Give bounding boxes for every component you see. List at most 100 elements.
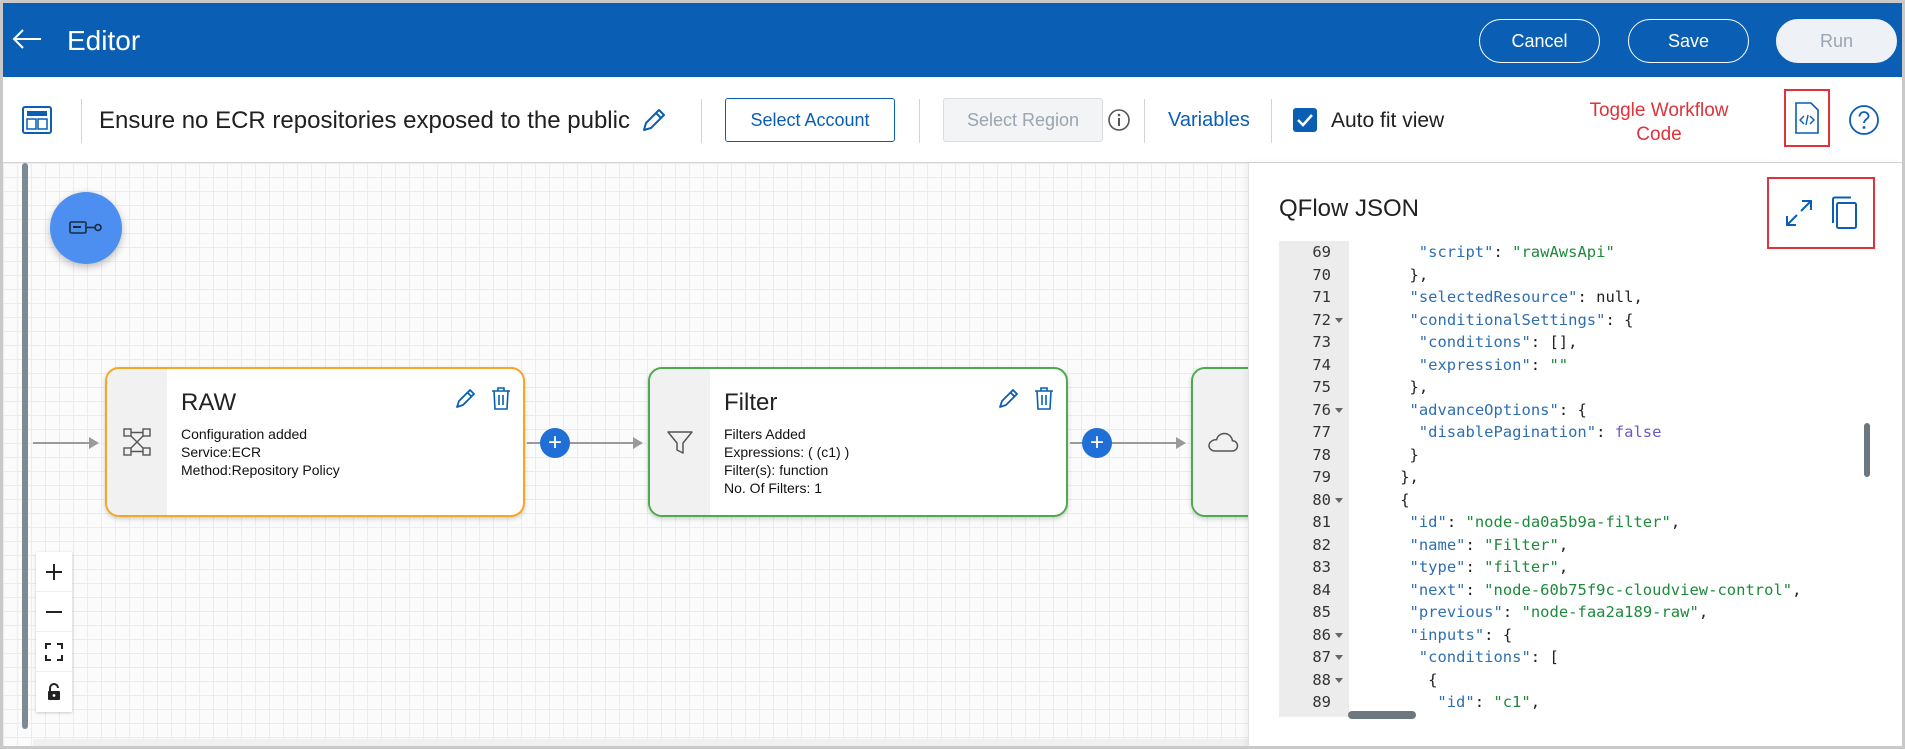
line-number: 76 xyxy=(1312,400,1331,419)
toggle-workflow-code-label: Toggle Workflow Code xyxy=(1589,100,1729,145)
fold-caret-icon[interactable] xyxy=(1335,407,1343,413)
node-actions xyxy=(996,385,1056,411)
insert-node-plus-button[interactable]: + xyxy=(540,428,570,458)
edge-raw-filter xyxy=(527,442,637,444)
code-text: { xyxy=(1428,670,1438,689)
copy-button[interactable] xyxy=(1829,196,1859,230)
fold-caret-icon[interactable] xyxy=(1335,632,1343,638)
toolbar-divider xyxy=(81,99,82,143)
json-vertical-scrollbar[interactable] xyxy=(1864,423,1870,477)
layout-icon[interactable] xyxy=(22,106,52,134)
qflow-json-panel: QFlow JSON 69"script": "rawAwsApi"70},71… xyxy=(1248,163,1902,746)
code-line: 72 "conditionalSettings": { xyxy=(1279,309,1873,332)
help-icon[interactable] xyxy=(1848,104,1880,136)
code-text: }, xyxy=(1409,378,1429,396)
expand-button[interactable] xyxy=(1783,197,1815,229)
node-detail-line: Configuration added xyxy=(181,426,308,442)
variables-link[interactable]: Variables xyxy=(1168,109,1250,131)
workflow-name: Ensure no ECR repositories exposed to th… xyxy=(99,107,630,134)
line-number: 74 xyxy=(1312,355,1331,374)
select-account-button[interactable]: Select Account xyxy=(725,98,895,142)
code-line: 69 "script": "rawAwsApi" xyxy=(1279,241,1873,264)
select-region-button[interactable]: Select Region xyxy=(943,98,1103,142)
json-code-editor[interactable]: 69"script": "rawAwsApi"70},71"selectedRe… xyxy=(1279,241,1873,717)
code-line: 84"next": "node-60b75f9c-cloudview-contr… xyxy=(1279,579,1873,602)
edge-arrow xyxy=(89,437,99,449)
node-detail-line: Filter(s): function xyxy=(724,462,829,478)
code-line: 85"previous": "node-faa2a189-raw", xyxy=(1279,601,1873,624)
node-detail-line: Expressions: ( (c1) ) xyxy=(724,444,850,460)
node-actions xyxy=(453,385,513,411)
code-line: 75}, xyxy=(1279,376,1873,399)
fold-caret-icon[interactable] xyxy=(1335,677,1343,683)
line-number: 73 xyxy=(1312,333,1331,351)
editor-toolbar: Ensure no ECR repositories exposed to th… xyxy=(3,77,1902,163)
json-horizontal-scrollbar[interactable] xyxy=(1348,711,1416,719)
run-button[interactable]: Run xyxy=(1776,19,1897,63)
node-details: Configuration added Service:ECR Method:R… xyxy=(181,425,340,479)
copy-icon xyxy=(1832,196,1857,229)
line-number: 69 xyxy=(1312,243,1331,261)
fit-view-button[interactable] xyxy=(36,632,72,672)
lock-button[interactable] xyxy=(36,672,72,712)
toggle-code-button[interactable] xyxy=(1784,89,1830,147)
code-line: 79}, xyxy=(1279,466,1873,489)
delete-node-trash-icon[interactable] xyxy=(1032,385,1056,411)
node-title: RAW xyxy=(181,389,237,416)
zoom-in-button[interactable] xyxy=(36,552,72,592)
edit-name-pencil-icon[interactable] xyxy=(639,105,669,135)
line-number: 88 xyxy=(1312,670,1331,689)
code-line: 88 { xyxy=(1279,669,1873,692)
line-number: 83 xyxy=(1312,558,1331,576)
checkmark-icon xyxy=(1297,114,1313,127)
lock-icon xyxy=(48,683,60,700)
zoom-controls xyxy=(36,552,72,712)
code-text: "name": "Filter", xyxy=(1409,535,1569,554)
code-text: "conditionalSettings": { xyxy=(1409,310,1634,329)
code-text: "advanceOptions": { xyxy=(1409,400,1587,419)
code-line: 89"id": "c1", xyxy=(1279,691,1873,714)
top-bar: Editor Cancel Save Run xyxy=(3,3,1902,77)
line-number: 72 xyxy=(1312,310,1331,329)
fold-caret-icon[interactable] xyxy=(1335,655,1343,660)
fold-caret-icon[interactable] xyxy=(1335,497,1343,503)
code-file-icon xyxy=(1795,102,1819,134)
auto-fit-checkbox[interactable] xyxy=(1293,108,1317,132)
cloud-node-icon-strip xyxy=(1193,369,1253,515)
cloudview-control-node[interactable] xyxy=(1191,367,1271,517)
code-line: 82"name": "Filter", xyxy=(1279,534,1873,557)
filter-node[interactable]: Filter Filters Added Expressions: ( (c1)… xyxy=(648,367,1068,517)
save-button[interactable]: Save xyxy=(1628,19,1749,63)
info-icon[interactable] xyxy=(1107,108,1131,132)
back-arrow-icon[interactable] xyxy=(11,25,43,53)
raw-node[interactable]: RAW Configuration added Service:ECR Meth… xyxy=(105,367,525,517)
line-number: 79 xyxy=(1312,468,1331,486)
code-line: 74"expression": "" xyxy=(1279,354,1873,377)
code-line: 76 "advanceOptions": { xyxy=(1279,399,1873,422)
code-text: "inputs": { xyxy=(1409,625,1513,644)
fold-caret-icon[interactable] xyxy=(1335,317,1343,323)
zoom-out-button[interactable] xyxy=(36,592,72,632)
edit-node-pencil-icon[interactable] xyxy=(453,385,479,411)
minus-icon xyxy=(46,610,62,613)
edit-node-pencil-icon[interactable] xyxy=(996,385,1022,411)
canvas-vertical-scrollbar[interactable] xyxy=(22,163,28,729)
canvas-horizontal-scrollbar-track xyxy=(33,739,1253,746)
toolbar-divider xyxy=(1271,99,1272,143)
code-text: "script": "rawAwsApi" xyxy=(1418,243,1615,261)
line-number: 78 xyxy=(1312,445,1331,464)
code-text: "next": "node-60b75f9c-cloudview-control… xyxy=(1409,580,1802,599)
network-icon xyxy=(123,428,151,456)
add-node-fab[interactable] xyxy=(50,192,122,264)
workflow-canvas[interactable]: RAW Configuration added Service:ECR Meth… xyxy=(3,163,1271,746)
line-number: 70 xyxy=(1312,265,1331,284)
code-text: "conditions": [ xyxy=(1418,648,1559,666)
toolbar-divider xyxy=(701,99,702,143)
toolbar-divider xyxy=(1144,99,1145,143)
cancel-button[interactable]: Cancel xyxy=(1479,19,1600,63)
toolbar-divider xyxy=(919,99,920,143)
auto-fit-label: Auto fit view xyxy=(1331,109,1445,132)
delete-node-trash-icon[interactable] xyxy=(489,385,513,411)
insert-node-plus-button[interactable]: + xyxy=(1082,428,1112,458)
